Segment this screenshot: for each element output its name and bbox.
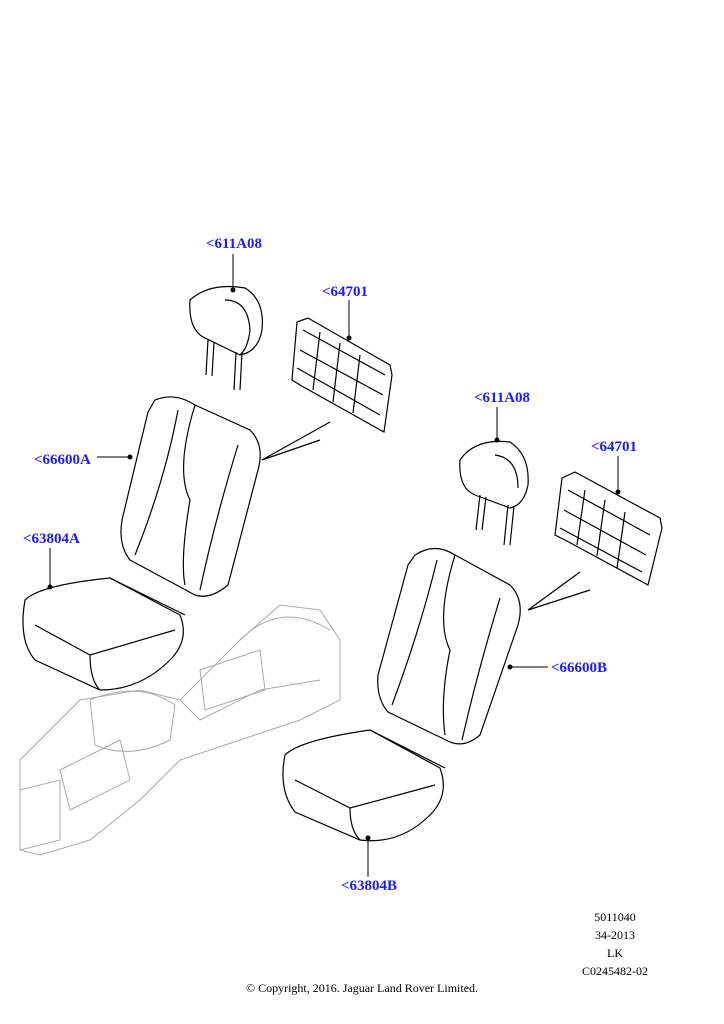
- drawing-initials: LK: [607, 946, 623, 960]
- leader-lines: [47, 254, 621, 877]
- callout-cushion-b[interactable]: <63804B: [341, 878, 398, 894]
- callout-headrest-b[interactable]: <611A08: [474, 390, 531, 406]
- copyright-text: © Copyright, 2016. Jaguar Land Rover Lim…: [245, 981, 479, 995]
- cushion-a: [22, 577, 186, 691]
- back-panel-a: [291, 317, 393, 433]
- backrest-a: [120, 396, 261, 597]
- callout-backrest-a[interactable]: <66600A: [34, 452, 91, 468]
- back-panel-b: [554, 471, 663, 586]
- callout-back-panel-b[interactable]: <64701: [591, 439, 638, 455]
- headrest-b: [459, 440, 529, 546]
- callout-back-panel-a[interactable]: <64701: [322, 284, 369, 300]
- callout-cushion-a[interactable]: <63804A: [23, 531, 80, 547]
- drawing-number: 5011040: [594, 910, 636, 924]
- leader-back-b: [527, 571, 591, 611]
- leader-back-a: [261, 421, 331, 461]
- drawing-info: 5011040 34-2013 LK C0245482-02: [555, 908, 675, 980]
- cushion-b: [282, 729, 446, 842]
- headrest-a: [189, 285, 263, 391]
- backrest-b: [377, 547, 521, 745]
- callout-headrest-a[interactable]: <611A08: [206, 236, 263, 252]
- center-console-ghost: [19, 604, 341, 856]
- illustration-id: C0245482-02: [582, 964, 648, 978]
- callout-backrest-b[interactable]: <66600B: [551, 660, 608, 676]
- drawing-date-code: 34-2013: [595, 928, 635, 942]
